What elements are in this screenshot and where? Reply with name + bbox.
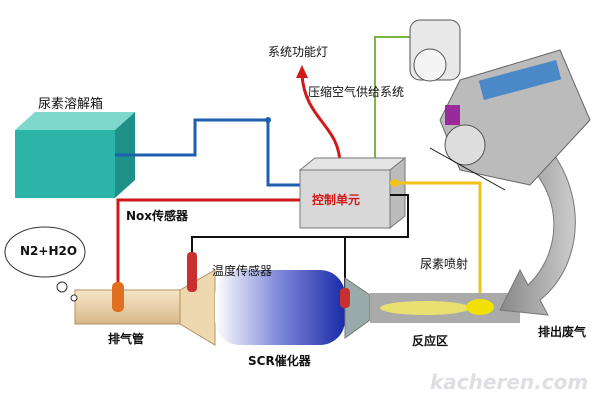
temp-sensor-2 — [340, 288, 350, 308]
reaction-zone-label: 反应区 — [412, 334, 449, 348]
air-supply-label: 压缩空气供给系统 — [308, 85, 405, 99]
urea-tank — [15, 112, 135, 198]
exhaust-flow-arrow — [499, 119, 576, 316]
injection-line — [390, 181, 482, 310]
scr-catalyst — [215, 270, 345, 345]
exhaust-pipe-label: 排气管 — [108, 332, 145, 346]
control-unit-label: 控制单元 — [312, 193, 361, 207]
watermark: kacheren.com — [430, 370, 589, 394]
thought-bubble — [4, 226, 86, 278]
nox-sensor-label: Nox传感器 — [126, 209, 189, 223]
exhaust-gas-label: 排出废气 — [538, 325, 587, 339]
urea-injection-label: 尿素喷射 — [420, 257, 469, 271]
air-supply-line — [374, 36, 410, 158]
nox-sensor — [112, 282, 124, 312]
n2-h2o-label: N2+H2O — [20, 244, 78, 258]
temp-sensor-label: 温度传感器 — [212, 264, 273, 278]
exhaust-pipe — [74, 289, 196, 325]
temp-sensor-1 — [187, 252, 197, 292]
nox-sensor-line — [116, 198, 300, 285]
compressor-image — [409, 19, 461, 82]
lamp-signal-line — [300, 74, 342, 166]
temp-sensor-line — [191, 194, 409, 255]
urea-supply-line — [115, 118, 300, 187]
scr-catalyst-label: SCR催化器 — [248, 354, 311, 368]
system-lamp-label: 系统功能灯 — [268, 45, 329, 59]
control-unit-box — [298, 156, 407, 230]
urea-tank-label: 尿素溶解箱 — [38, 97, 104, 112]
engine-image — [439, 49, 591, 186]
